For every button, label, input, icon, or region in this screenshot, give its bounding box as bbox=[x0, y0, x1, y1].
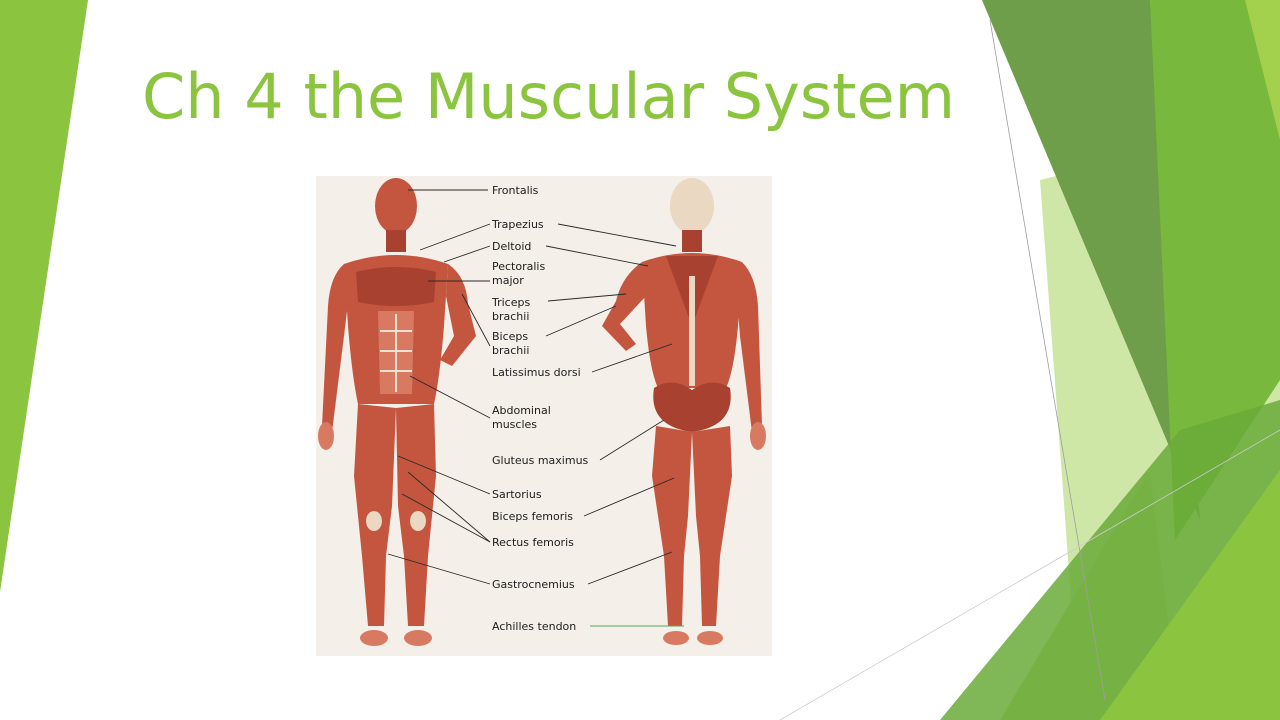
front-abdominal-lines bbox=[380, 314, 412, 392]
label-abdominal-line2: muscles bbox=[492, 418, 537, 431]
front-left-foot bbox=[404, 630, 432, 646]
label-frontalis: Frontalis bbox=[492, 184, 539, 197]
leader-gastrocnemius-back bbox=[587, 551, 673, 585]
muscular-system-diagram: Frontalis Trapezius Deltoid Pectoralis m… bbox=[316, 176, 772, 656]
label-gastrocnemius: Gastrocnemius bbox=[492, 578, 575, 591]
back-body-figure bbox=[602, 178, 766, 645]
label-rectus-femoris: Rectus femoris bbox=[492, 536, 574, 549]
leader-triceps bbox=[547, 293, 627, 302]
front-right-hand bbox=[318, 422, 334, 450]
front-chest bbox=[356, 267, 436, 306]
label-trapezius: Trapezius bbox=[491, 218, 544, 231]
front-right-foot bbox=[360, 630, 388, 646]
leader-sartorius bbox=[397, 455, 491, 495]
right-accent-bright bbox=[1245, 0, 1280, 140]
leader-gastrocnemius-front bbox=[387, 553, 491, 585]
front-left-knee bbox=[410, 511, 426, 531]
back-head bbox=[670, 178, 714, 234]
label-latissimus-dorsi: Latissimus dorsi bbox=[492, 366, 581, 379]
slide-title: Ch 4 the Muscular System bbox=[142, 60, 955, 133]
label-abdominal-line1: Abdominal bbox=[492, 404, 551, 417]
label-triceps-line2: brachii bbox=[492, 310, 529, 323]
label-biceps-femoris: Biceps femoris bbox=[492, 510, 573, 523]
back-left-foot bbox=[663, 631, 689, 645]
leader-trapezius-front bbox=[419, 223, 491, 251]
back-right-hand bbox=[750, 422, 766, 450]
label-sartorius: Sartorius bbox=[492, 488, 542, 501]
back-right-leg bbox=[692, 426, 732, 626]
front-head bbox=[375, 178, 417, 234]
leader-trapezius-back bbox=[557, 223, 677, 247]
front-right-arm bbox=[322, 264, 350, 432]
label-biceps-line2: brachii bbox=[492, 344, 529, 357]
leader-abdominal bbox=[409, 375, 491, 419]
accent-thin-line-2 bbox=[779, 429, 1280, 720]
label-triceps-line1: Triceps bbox=[491, 296, 530, 309]
leader-rectus-femoris-1 bbox=[407, 471, 491, 543]
right-accent-mid bbox=[1150, 0, 1280, 540]
label-pectoralis-line1: Pectoralis bbox=[492, 260, 545, 273]
muscle-diagram-svg: Frontalis Trapezius Deltoid Pectoralis m… bbox=[318, 178, 766, 646]
back-left-leg bbox=[652, 426, 692, 626]
label-pectoralis-line2: major bbox=[492, 274, 524, 287]
muscle-labels: Frontalis Trapezius Deltoid Pectoralis m… bbox=[491, 184, 589, 633]
front-right-knee bbox=[366, 511, 382, 531]
label-biceps-line1: Biceps bbox=[492, 330, 528, 343]
back-neck bbox=[682, 230, 702, 252]
label-gluteus-maximus: Gluteus maximus bbox=[492, 454, 589, 467]
label-deltoid: Deltoid bbox=[492, 240, 531, 253]
right-accent-dark bbox=[982, 0, 1200, 520]
left-accent-band bbox=[0, 0, 88, 592]
accent-thin-line bbox=[989, 19, 1106, 701]
back-right-arm bbox=[736, 262, 762, 432]
leader-biceps-front bbox=[461, 293, 491, 347]
leader-biceps-back bbox=[545, 305, 617, 337]
leader-latissimus bbox=[591, 343, 673, 373]
leader-deltoid-back bbox=[545, 245, 649, 267]
bottom-accent-bright bbox=[1100, 470, 1280, 720]
front-left-arm bbox=[440, 264, 476, 366]
leader-lines bbox=[387, 189, 684, 627]
label-achilles-tendon: Achilles tendon bbox=[492, 620, 576, 633]
back-spine bbox=[689, 276, 695, 386]
leader-biceps-femoris bbox=[583, 477, 675, 517]
leader-gluteus bbox=[599, 419, 665, 461]
leader-deltoid-front bbox=[443, 245, 491, 263]
leader-rectus-femoris-2 bbox=[401, 493, 491, 543]
back-gluteus bbox=[653, 382, 731, 432]
front-body-figure bbox=[318, 178, 476, 646]
front-neck bbox=[386, 230, 406, 252]
back-left-arm bbox=[602, 262, 646, 351]
back-right-foot bbox=[697, 631, 723, 645]
